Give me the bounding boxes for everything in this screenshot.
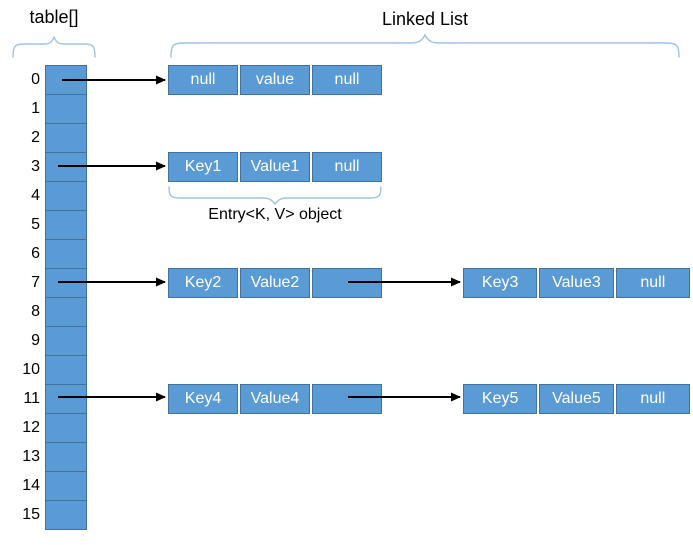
table-index-label: 3	[31, 158, 40, 175]
node-cell: Key2	[168, 268, 238, 298]
node-cell: Key1	[168, 152, 238, 182]
table-brace	[12, 36, 96, 58]
table-index-label: 0	[31, 71, 40, 88]
table-bucket-cell	[45, 94, 87, 124]
table-index-label: 5	[31, 216, 40, 233]
table-index-label: 1	[31, 100, 40, 117]
table-index-label: 13	[22, 448, 40, 465]
node-cell: null	[312, 152, 382, 182]
table-bucket-cell	[45, 500, 87, 530]
table-bucket-cell	[45, 268, 87, 298]
table-bucket-cell	[45, 181, 87, 211]
table-bucket-cell	[45, 471, 87, 501]
node-cell	[312, 384, 382, 414]
table-index-label: 8	[31, 303, 40, 320]
node-cell: Value5	[539, 384, 614, 414]
node-cell	[312, 268, 382, 298]
node-cell: Key5	[463, 384, 538, 414]
node-cell: Value2	[240, 268, 310, 298]
table-bucket-cell	[45, 326, 87, 356]
node-cell: null	[615, 268, 690, 298]
entry-object-brace	[168, 186, 382, 205]
table-bucket-cell	[45, 123, 87, 153]
table-index-label: 7	[31, 274, 40, 291]
node-cell: null	[312, 65, 382, 95]
table-bucket-cell	[45, 239, 87, 269]
node-cell: Key3	[463, 268, 538, 298]
linked-list-label: Linked List	[381, 9, 469, 29]
table-index-label: 9	[31, 332, 40, 349]
table-bucket-cell	[45, 210, 87, 240]
table-index-label: 11	[23, 390, 40, 407]
table-bucket-cell	[45, 297, 87, 327]
table-bucket-cell	[45, 152, 87, 182]
table-bucket-cell	[45, 65, 87, 95]
table-bucket-cell	[45, 384, 87, 414]
node-cell: null	[168, 65, 238, 95]
table-bucket-cell	[45, 413, 87, 443]
table-array-label: table[]	[29, 7, 79, 27]
node-cell: Value3	[539, 268, 614, 298]
entry-object-label: Entry<K, V> object	[208, 206, 342, 223]
table-index-label: 2	[31, 129, 40, 146]
table-index-label: 4	[31, 187, 40, 204]
node-cell: Key4	[168, 384, 238, 414]
node-cell: null	[615, 384, 690, 414]
table-index-label: 15	[22, 506, 40, 523]
table-index-label: 12	[22, 419, 40, 436]
table-bucket-cell	[45, 355, 87, 385]
table-index-label: 10	[22, 361, 40, 378]
linked-list-brace	[170, 34, 680, 58]
node-cell: Value1	[240, 152, 310, 182]
table-index-label: 14	[22, 477, 40, 494]
node-cell: Value4	[240, 384, 310, 414]
table-index-label: 6	[31, 245, 40, 262]
table-bucket-cell	[45, 442, 87, 472]
node-cell: value	[240, 65, 310, 95]
